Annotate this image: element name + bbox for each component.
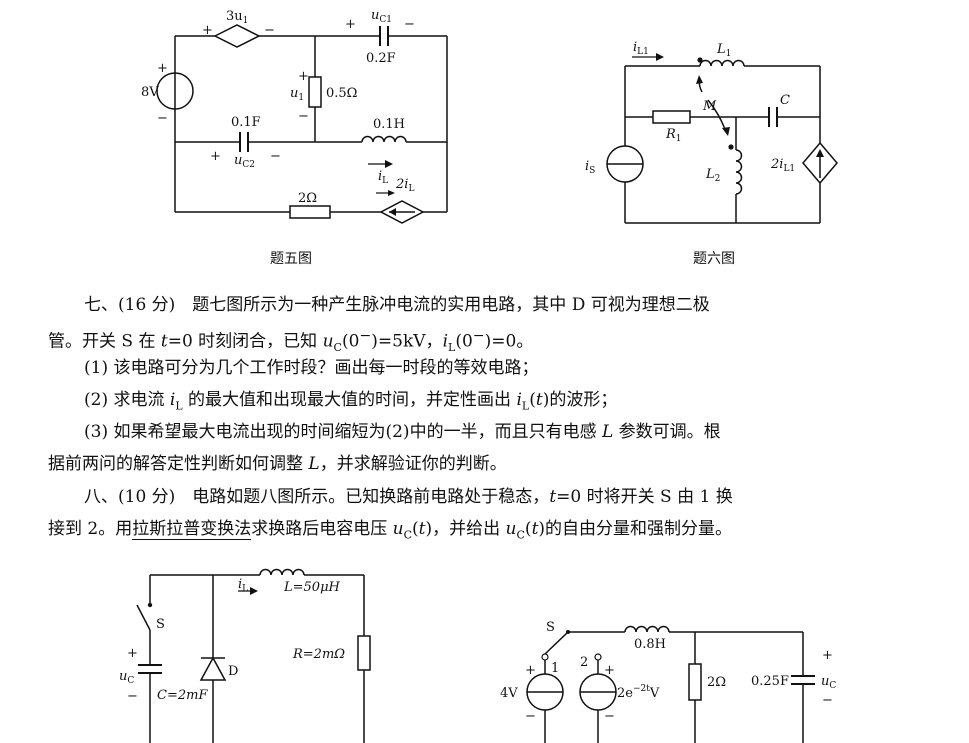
svg-text:+: + [345,17,356,32]
fig5-res1-value: 0.5Ω [326,86,357,101]
fig6-l2-label: L2 [705,167,720,184]
svg-text:−: − [604,709,615,724]
fig8-switch-label: S [546,620,555,635]
q8-line2: 接到 2。用拉斯拉普变换法求换路后电容电压 uC(t)，并给出 uC(t)的自由… [48,519,733,542]
fig7-ind-label: L=50μH [283,580,341,595]
fig5-cap1-value: 0.2F [366,51,396,66]
fig8-res-label: 2Ω [707,675,726,690]
svg-text:+: + [604,663,615,678]
fig6-r1-label: R1 [665,127,682,144]
figure-6-circuit: iL1 L1 M R1 C iS L2 2iL1 题六图 [585,40,838,267]
fig5-caption: 题五图 [270,251,312,267]
fig5-res2-value: 2Ω [298,191,317,206]
fig5-uc2-label: uC2 [234,153,255,170]
fig7-switch-label: S [156,617,165,632]
figure-5-circuit: 3u1 + − 8V + − uC1 + − 0.2F 0.5Ω u1 + − … [141,8,448,267]
q7-item2: (2) 求电流 iL 的最大值和出现最大值的时间，并定性画出 iL(t)的波形； [84,390,618,413]
fig8-uc-label: uC [821,674,836,691]
fig6-dep-label: 2iL1 [770,157,795,174]
q7-item1: (1) 该电路可分为几个工作时段？画出每一时段的等效电路； [84,358,539,378]
fig5-dep-current-label: 2iL [395,177,414,194]
svg-text:+: + [298,69,309,84]
fig7-il-label: iL [238,577,248,594]
fig6-c-label: C [780,93,790,108]
svg-text:+: + [210,149,221,164]
fig8-v1-label: 4V [500,686,518,701]
svg-text:+: + [157,61,168,76]
fig5-u1-label: u1 [290,86,304,103]
svg-text:+: + [525,663,536,678]
q7-line2: 管。开关 S 在 t=0 时刻闭合，已知 uC(0−)=5kV，iL(0−)=0… [48,328,534,355]
figure-7-circuit: S + uC − C=2mF D iL L=50μH R=2mΩ [119,568,371,743]
svg-text:−: − [822,693,833,708]
fig8-node1-label: 1 [551,661,559,676]
fig5-il-label: iL [378,169,388,186]
svg-text:−: − [525,709,536,724]
fig6-l1-label: L1 [716,42,731,59]
fig6-caption: 题六图 [693,251,735,267]
svg-text:+: + [127,646,138,661]
svg-text:−: − [127,689,138,704]
fig8-ind-label: 0.8H [634,637,666,652]
svg-text:−: − [270,149,281,164]
q7-item3-cont: 据前两问的解答定性判断如何调整 L，并求解验证你的判断。 [48,454,507,474]
svg-text:−: − [264,23,275,38]
fig8-cap-label: 0.25F [751,674,789,689]
svg-text:−: − [404,17,415,32]
fig7-res-label: R=2mΩ [292,647,345,662]
fig7-cap-label: C=2mF [157,688,208,703]
svg-text:+: + [822,648,833,663]
q8-line1: 八、(10 分) 电路如题八图所示。已知换路前电路处于稳态，t=0 时将开关 S… [84,487,733,507]
fig5-uc1-label: uC1 [371,8,392,25]
fig5-cap2-value: 0.1F [231,115,261,130]
fig6-il1-label: iL1 [633,40,649,57]
svg-text:+: + [202,23,213,38]
fig8-v2-label: 2e−2tV [617,684,660,701]
fig6-mutual-label: M [702,99,717,114]
fig5-ind-value: 0.1H [373,117,405,132]
svg-text:−: − [298,109,309,124]
q7-item3: (3) 如果希望最大电流出现的时间缩短为(2)中的一半，而且只有电感 L 参数可… [84,422,721,442]
fig5-8v-label: 8V [141,85,159,100]
fig7-uc-label: uC [119,669,134,686]
fig8-node2-label: 2 [580,655,588,670]
fig7-diode-label: D [228,664,238,679]
figure-8-circuit: S 1 2 + − + − 4V 2e−2tV 0.8H 2Ω 0.25F + … [500,620,836,743]
fig6-is-label: iS [585,159,595,176]
fig5-dep-source-label: 3u1 [226,9,248,26]
svg-text:−: − [157,111,168,126]
q7-line1: 七、(16 分) 题七图所示为一种产生脉冲电流的实用电路，其中 D 可视为理想二… [84,295,710,315]
